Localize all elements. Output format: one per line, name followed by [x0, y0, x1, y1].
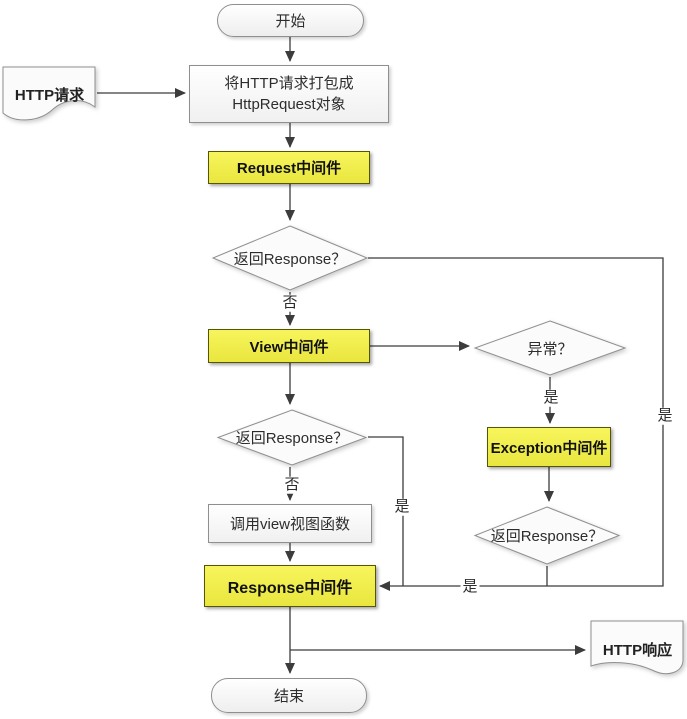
request-middleware-step: Request中间件 — [208, 151, 370, 184]
edge-label-yes-check1: 是 — [655, 406, 675, 425]
check-response-exception-label: 返回Response？ — [490, 528, 604, 545]
check-response-decision-2: 返回Response？ — [216, 408, 368, 467]
response-middleware-label: Response中间件 — [227, 580, 353, 597]
package-request-step: 将HTTP请求打包成 HttpRequest对象 — [189, 65, 389, 123]
exception-middleware-label: Exception中间件 — [490, 439, 608, 457]
edge-label-yes-check-exception: 是 — [460, 577, 480, 596]
diamond-shape-icon — [473, 320, 627, 376]
edge-label-no-1: 否 — [280, 293, 300, 312]
edge-check2-yes-join — [368, 436, 404, 586]
package-request-text: 将HTTP请求打包成 HttpRequest对象 — [224, 73, 353, 115]
end-node: 结束 — [211, 678, 367, 713]
exception-decision: 异常？ — [473, 319, 627, 377]
check-response-decision-1: 返回Response？ — [211, 224, 369, 292]
check-response-1-label: 返回Response？ — [233, 250, 347, 268]
package-line2: HttpRequest对象 — [232, 96, 346, 113]
call-view-step: 调用view视图函数 — [208, 504, 372, 543]
edge-label-yes-check2: 是 — [392, 497, 412, 516]
view-middleware-label: View中间件 — [249, 338, 329, 356]
diamond-shape-icon — [211, 225, 369, 291]
exception-check-label: 异常？ — [527, 340, 573, 358]
end-label: 结束 — [273, 688, 304, 705]
start-label: 开始 — [275, 13, 306, 30]
response-middleware-step: Response中间件 — [204, 565, 376, 607]
request-middleware-label: Request中间件 — [236, 160, 342, 177]
call-view-label: 调用view视图函数 — [229, 516, 350, 533]
diamond-shape-icon — [216, 409, 368, 466]
document-shape-icon — [590, 620, 684, 675]
edge-label-no-2: 否 — [282, 475, 302, 494]
http-response-label: HTTP响应 — [602, 641, 673, 659]
edge-label-yes-exception: 是 — [541, 388, 561, 407]
check-response-2-label: 返回Response？ — [235, 430, 349, 447]
check-response-decision-exception: 返回Response？ — [473, 505, 621, 566]
http-response-document: HTTP响应 — [590, 620, 685, 678]
http-request-document: HTTP请求 — [2, 66, 97, 123]
http-request-label: HTTP请求 — [14, 87, 85, 104]
exception-middleware-step: Exception中间件 — [487, 427, 611, 467]
document-shape-icon — [2, 66, 96, 121]
start-node: 开始 — [217, 4, 364, 37]
diamond-shape-icon — [473, 506, 621, 565]
package-line1: 将HTTP请求打包成 — [224, 75, 354, 92]
view-middleware-step: View中间件 — [208, 329, 370, 363]
